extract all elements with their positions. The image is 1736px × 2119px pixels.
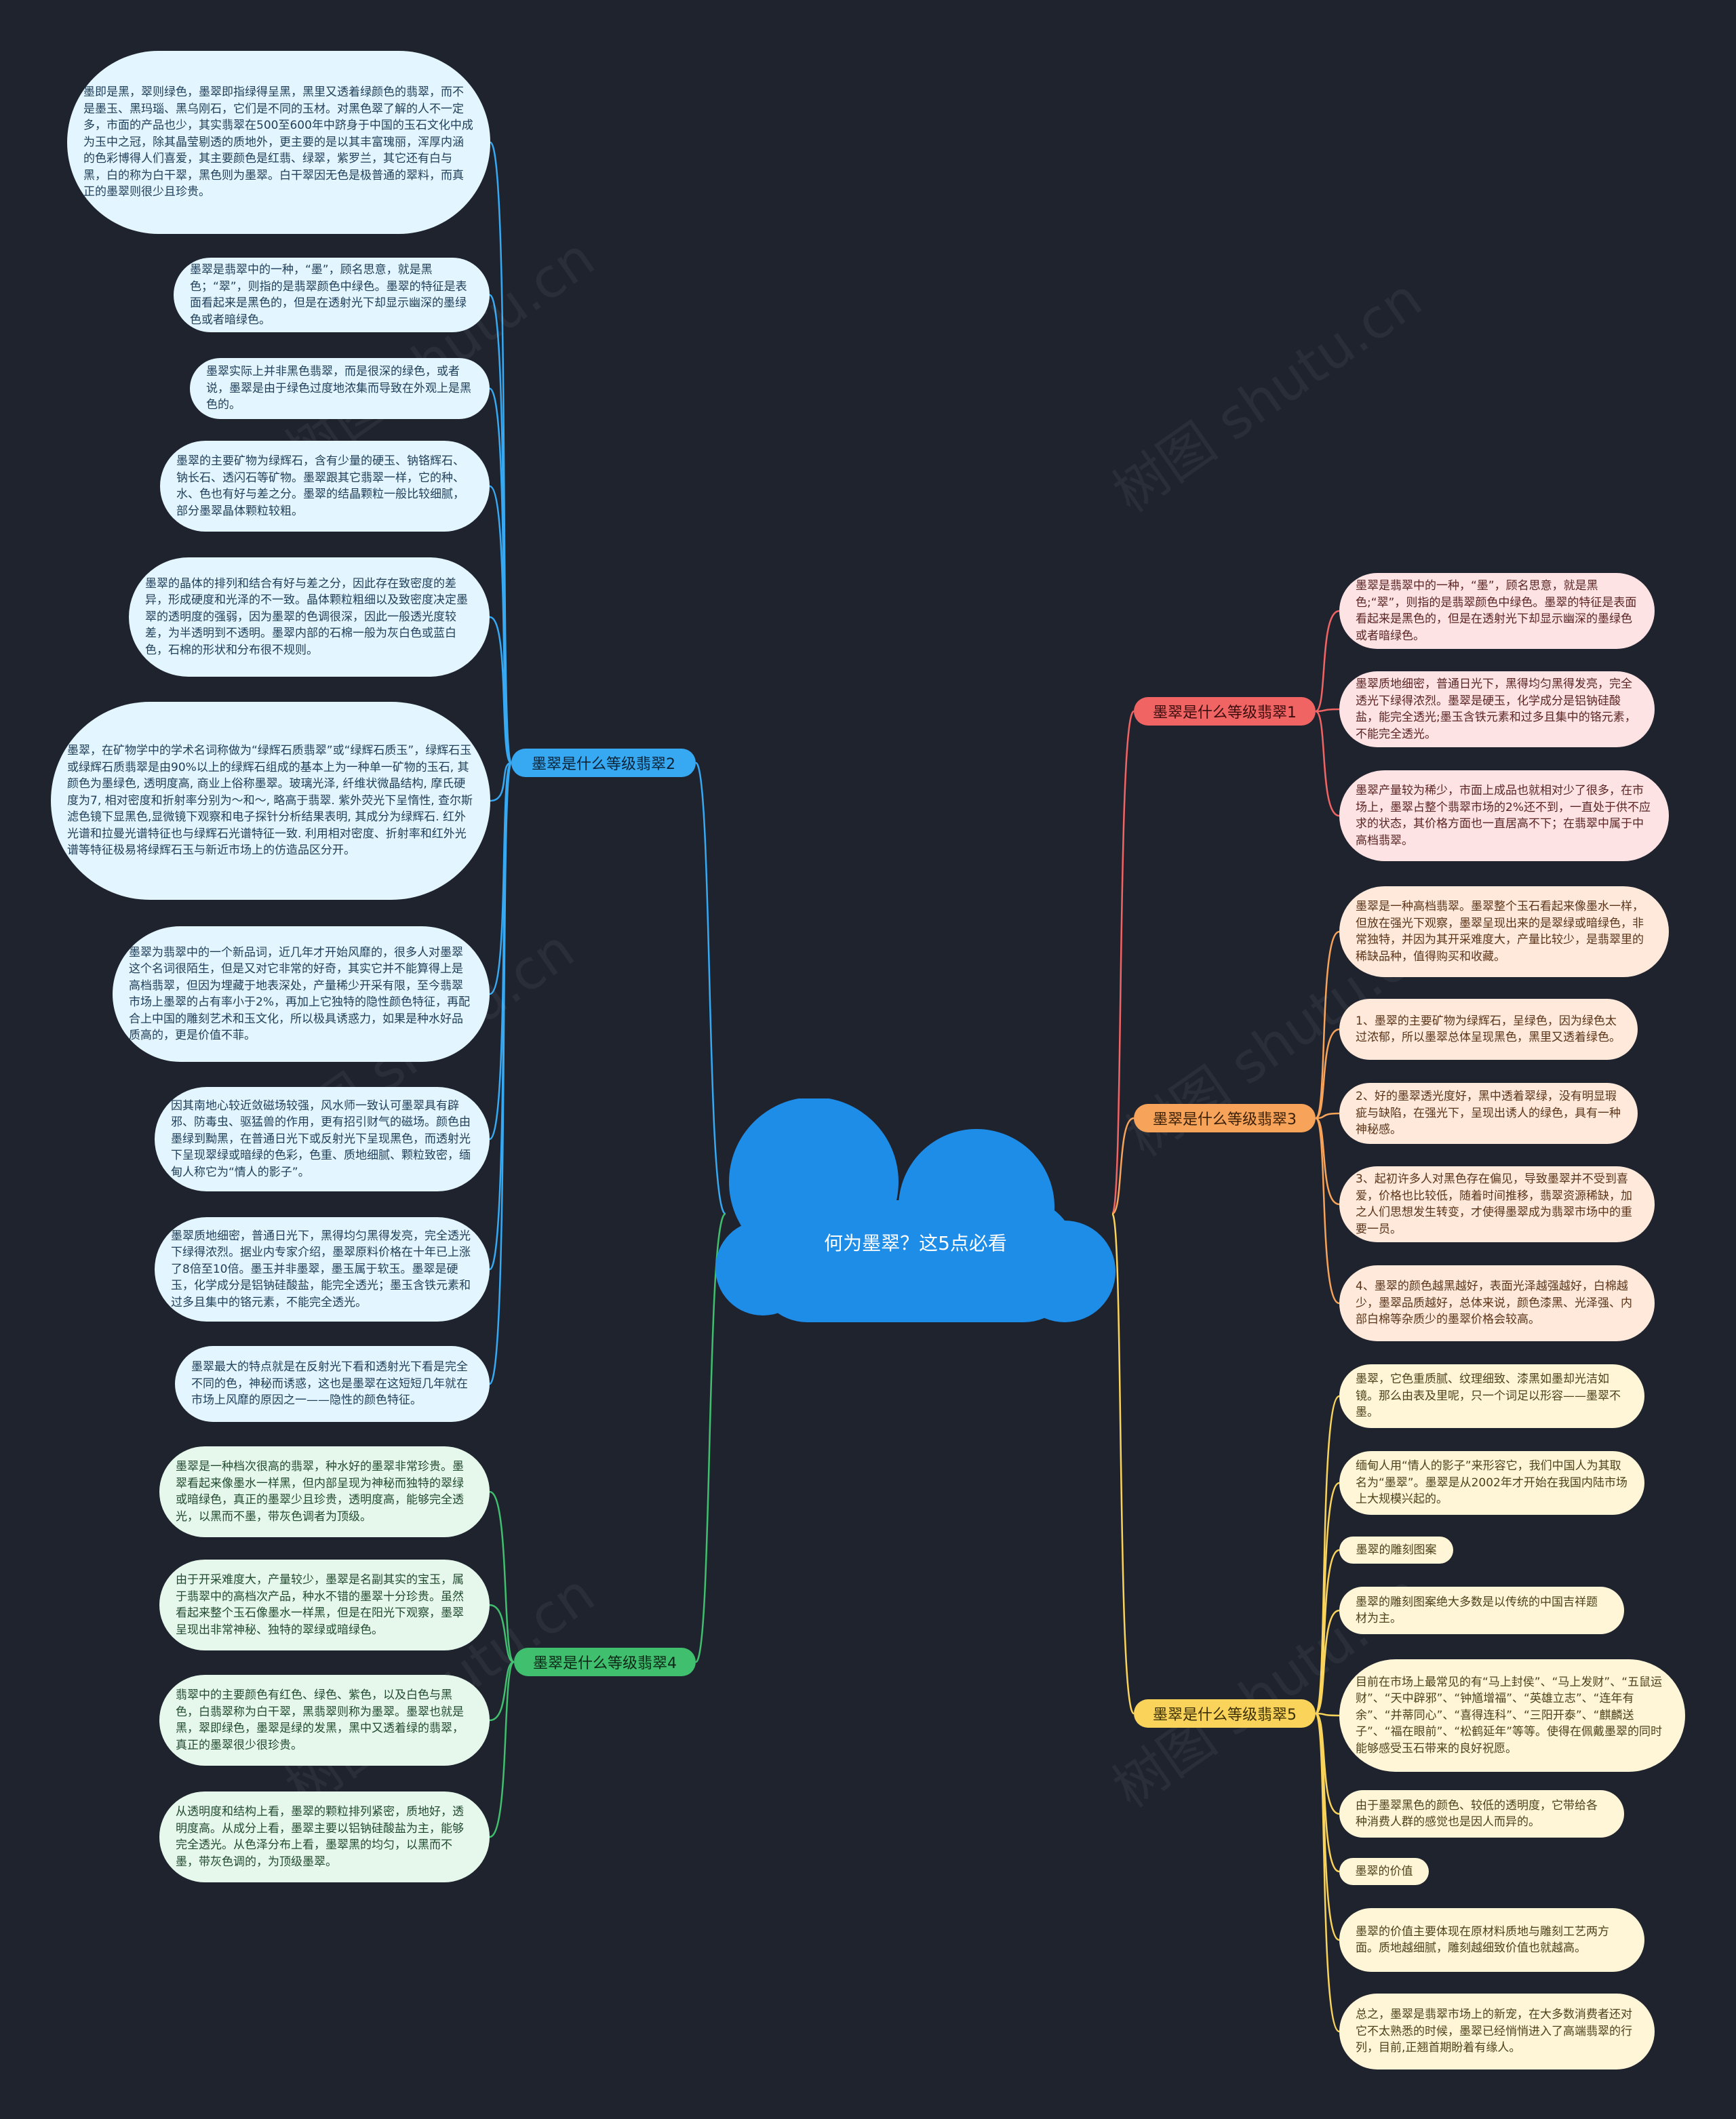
b2-leaf-10[interactable]: 墨翠最大的特点就是在反射光下看和透射光下看是完全不同的色，神秘而诱惑，这也是墨翠… <box>175 1346 490 1422</box>
b2-leaf-7[interactable]: 墨翠为翡翠中的一个新品词，近几年才开始风靡的，很多人对墨翠这个名词很陌生，但是又… <box>113 926 490 1062</box>
b1-leaf-1-link <box>1315 610 1340 713</box>
b2-leaf-5-link <box>489 616 513 764</box>
b2-leaf-4-link <box>489 485 513 764</box>
b3-leaf-3-link <box>1315 1112 1340 1120</box>
b2-leaf-2[interactable]: 墨翠是翡翠中的一种，“墨”，顾名思意，就是黑色；“翠”，则指的是翡翠颜色中绿色。… <box>174 258 490 332</box>
center-cloud-icon <box>715 1098 1116 1322</box>
branch-topic-3-link <box>1111 1117 1135 1215</box>
b2-leaf-5[interactable]: 墨翠的晶体的排列和结合有好与差之分，因此存在致密度的差异，形成硬度和光泽的不一致… <box>129 557 490 677</box>
b3-leaf-4-link <box>1315 1117 1340 1206</box>
branch-topic-5[interactable]: 墨翠是什么等级翡翠5 <box>1134 1699 1316 1728</box>
b3-leaf-3[interactable]: 2、好的墨翠透光度好，黑中透着翠绿，没有明显瑕疵与缺陷，在强光下，呈现出诱人的绿… <box>1339 1083 1638 1144</box>
b2-leaf-10-link <box>488 761 513 1385</box>
b5-leaf-1-link <box>1314 1395 1340 1715</box>
branch-topic-1[interactable]: 墨翠是什么等级翡翠1 <box>1134 697 1316 726</box>
b2-leaf-9-link <box>488 761 513 1271</box>
b1-leaf-1[interactable]: 墨翠是翡翠中的一种，“墨”，顾名思意，就是黑色;“翠”，则指的是翡翠颜色中绿色。… <box>1339 573 1655 649</box>
b5-leaf-4[interactable]: 墨翠的雕刻图案绝大多数是以传统的中国吉祥题材为主。 <box>1339 1587 1624 1634</box>
b1-leaf-3[interactable]: 墨翠产量较为稀少，市面上成品也就相对少了很多，在市场上，墨翠占整个翡翠市场的2%… <box>1339 770 1669 861</box>
b2-leaf-6[interactable]: 墨翠，在矿物学中的学术名词称做为“绿辉石质翡翠”或“绿辉石质玉”，绿辉石玉或绿辉… <box>51 702 490 900</box>
b5-leaf-1[interactable]: 墨翠，它色重质腻、纹理细致、漆黑如墨却光洁如镜。那么由表及里呢，只一个词足以形容… <box>1339 1364 1644 1428</box>
b5-leaf-5[interactable]: 目前在市场上最常见的有“马上封侯”、“马上发财”、“五鼠运财”、“天中辟邪”、“… <box>1339 1659 1685 1772</box>
b5-leaf-9[interactable]: 总之，墨翠是翡翠市场上的新宠，在大多数消费者还对它不太熟悉的时候，墨翠已经悄悄进… <box>1339 1994 1655 2070</box>
b5-leaf-7[interactable]: 墨翠的价值 <box>1339 1858 1429 1885</box>
center-topic-title[interactable]: 何为墨翠？这5点必看 <box>824 1232 1007 1254</box>
b3-leaf-2-link <box>1315 1028 1340 1120</box>
b2-leaf-3-link <box>488 387 513 764</box>
branch-topic-5-link <box>1111 1212 1135 1715</box>
b1-leaf-2-link <box>1315 708 1340 713</box>
b5-leaf-4-link <box>1315 1609 1340 1715</box>
b3-leaf-1-link <box>1314 930 1340 1120</box>
b4-leaf-1[interactable]: 墨翠是一种档次很高的翡翠，种水好的墨翠非常珍贵。墨翠看起来像墨水一样黑，但内部呈… <box>159 1446 490 1537</box>
b3-leaf-1[interactable]: 墨翠是一种高档翡翠。墨翠整个玉石看起来像墨水一样，但放在强光下观察，墨翠呈现出来… <box>1339 886 1669 977</box>
branch-topic-2-link <box>694 761 727 1215</box>
branch-topic-4[interactable]: 墨翠是什么等级翡翠4 <box>514 1648 696 1676</box>
b4-leaf-1-link <box>489 1490 515 1663</box>
b1-leaf-3-link <box>1315 710 1340 817</box>
b2-leaf-8[interactable]: 因其南地心较近敛磁场较强，风水师一致认可墨翠具有辟邪、防毒虫、驱猛兽的作用，更有… <box>155 1087 490 1191</box>
b3-leaf-2[interactable]: 1、墨翠的主要矿物为绿辉石，呈绿色，因为绿色太过浓郁，所以墨翠总体呈现黑色，黑里… <box>1339 999 1638 1060</box>
b4-leaf-2[interactable]: 由于开采难度大，产量较少，墨翠是名副其实的宝玉，属于翡翠中的高档次产品，种水不错… <box>159 1560 490 1650</box>
b2-leaf-1[interactable]: 墨即是黑，翠则绿色，墨翠即指绿得呈黑，黑里又透着绿颜色的翡翠，而不是墨玉、黑玛瑙… <box>67 51 490 234</box>
b5-leaf-2-link <box>1314 1482 1340 1715</box>
b5-leaf-9-link <box>1314 1712 1340 2033</box>
b5-leaf-8-link <box>1314 1712 1340 1941</box>
b4-leaf-4-link <box>489 1661 515 1838</box>
b3-leaf-5[interactable]: 4、墨翠的颜色越黑越好，表面光泽越强越好，白棉越少，墨翠品质越好，总体来说，颜色… <box>1339 1265 1655 1341</box>
b4-leaf-3[interactable]: 翡翠中的主要颜色有红色、绿色、紫色，以及白色与黑色，白翡翠称为白干翠，黑翡翠则称… <box>159 1675 490 1766</box>
b5-leaf-8[interactable]: 墨翠的价值主要体现在原材料质地与雕刻工艺两方面。质地越细腻，雕刻越细致价值也就越… <box>1339 1908 1644 1972</box>
branch-topic-4-link <box>694 1212 727 1663</box>
b5-leaf-5-link <box>1315 1712 1340 1717</box>
b5-leaf-3[interactable]: 墨翠的雕刻图案 <box>1339 1537 1453 1564</box>
b2-leaf-9[interactable]: 墨翠质地细密，普通日光下，黑得均匀黑得发亮，完全透光下绿得浓烈。据业内专家介绍，… <box>155 1217 490 1322</box>
b4-leaf-4[interactable]: 从透明度和结构上看，墨翠的颗粒排列紧密，质地好，透明度高。从成分上看，墨翠主要以… <box>159 1791 490 1882</box>
b3-leaf-4[interactable]: 3、起初许多人对黑色存在偏见，导致墨翠并不受到喜爱，价格也比较低，随着时间推移，… <box>1339 1166 1655 1242</box>
b4-leaf-3-link <box>489 1661 515 1722</box>
branch-topic-3[interactable]: 墨翠是什么等级翡翠3 <box>1134 1104 1316 1132</box>
b2-leaf-3[interactable]: 墨翠实际上并非黑色翡翠，而是很深的绿色，或者说，墨翠是由于绿色过度地浓集而导致在… <box>190 358 490 419</box>
b2-leaf-4[interactable]: 墨翠的主要矿物为绿辉石，含有少量的硬玉、钠铬辉石、钠长石、透闪石等矿物。墨翠跟其… <box>160 441 490 532</box>
b5-leaf-6[interactable]: 由于墨翠黑色的颜色、较低的透明度，它带给各种消费人群的感觉也是因人而异的。 <box>1339 1790 1624 1838</box>
branch-topic-1-link <box>1111 710 1135 1215</box>
b2-leaf-6-link <box>490 761 512 802</box>
b1-leaf-2[interactable]: 墨翠质地细密，普通日光下，黑得均匀黑得发亮，完全透光下绿得浓烈。墨翠是硬玉，化学… <box>1339 671 1655 747</box>
b3-leaf-5-link <box>1314 1117 1340 1305</box>
branch-topic-2[interactable]: 墨翠是什么等级翡翠2 <box>511 749 696 777</box>
b4-leaf-2-link <box>489 1604 515 1663</box>
b5-leaf-2[interactable]: 缅甸人用“情人的影子”来形容它，我们中国人为其取名为“墨翠”。墨翠是从2002年… <box>1339 1451 1644 1515</box>
